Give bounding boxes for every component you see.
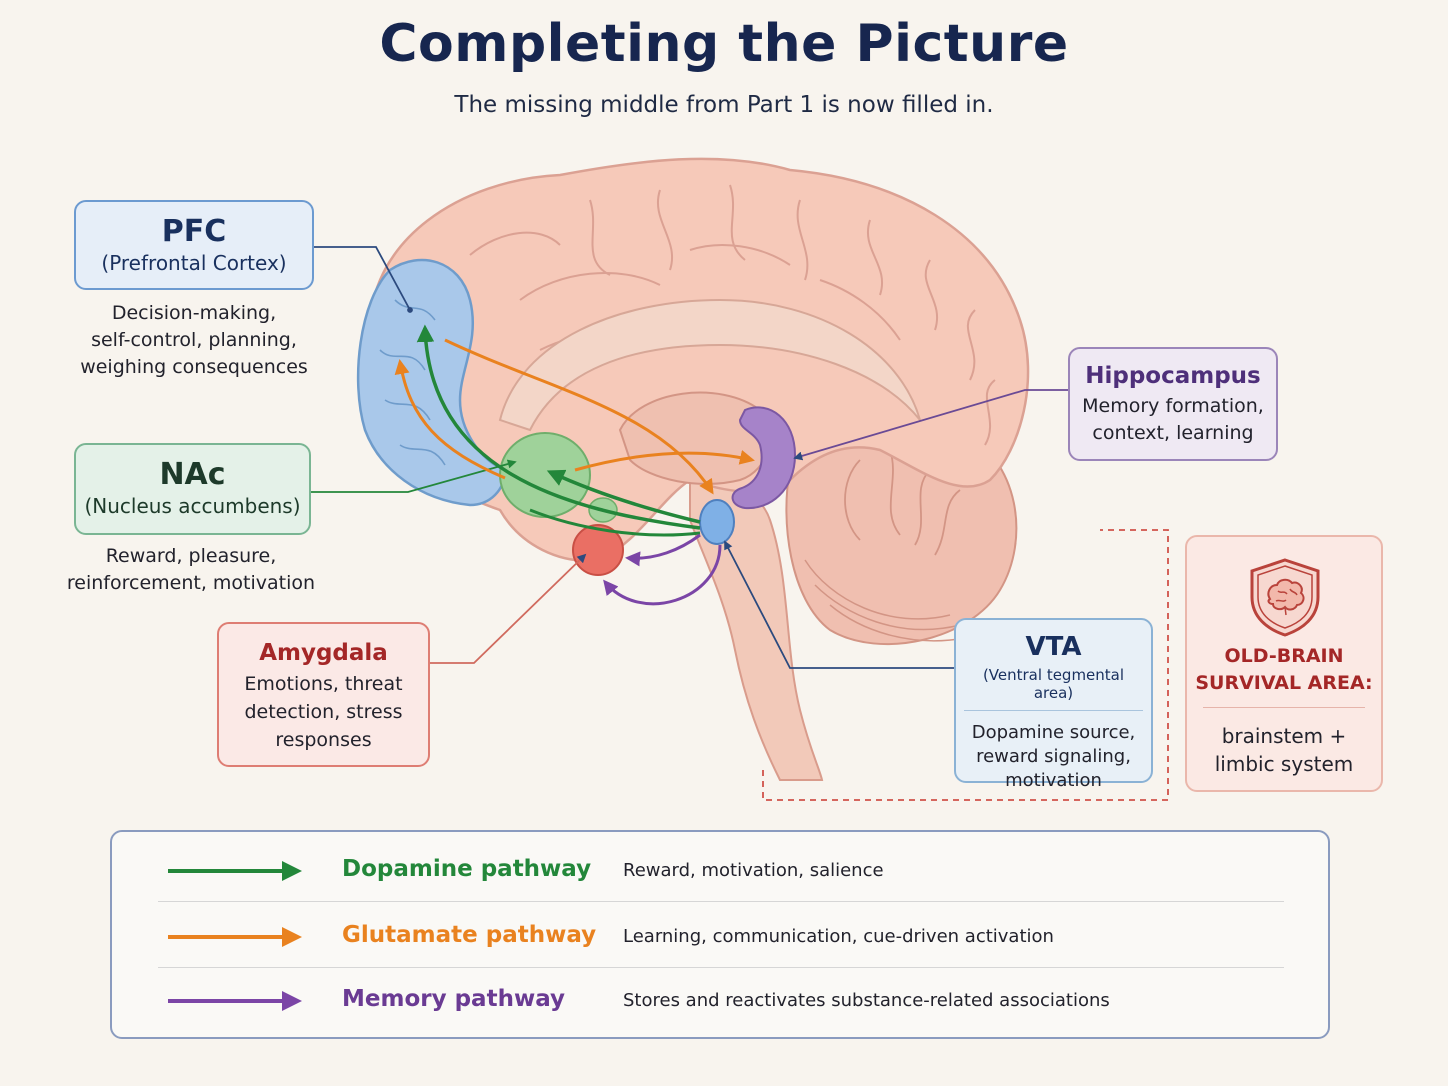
legend-divider — [158, 901, 1284, 902]
vta-desc-line: Dopamine source, — [971, 722, 1136, 743]
legend-row-memory: Memory pathway Stores and reactivates su… — [112, 970, 1328, 1034]
hippocampus-connector — [793, 389, 1068, 461]
old-brain-desc-line: brainstem + — [1221, 724, 1347, 748]
orange-arrow-icon — [168, 927, 302, 947]
glutamate-pfc-to-vta — [444, 338, 714, 495]
amygdala-desc-line: Emotions, threat — [244, 673, 403, 695]
hippocampus-name: Hippocampus — [1085, 363, 1261, 389]
pfc-description: Decision-making, self-control, planning,… — [74, 300, 314, 381]
memory-loop-amygdala — [603, 544, 722, 606]
nac-desc-line: Reward, pleasure, — [105, 545, 277, 567]
pfc-desc-line: self-control, planning, — [91, 329, 297, 351]
hippocampus-desc-line: context, learning — [1092, 422, 1254, 444]
vta-name: VTA — [1025, 632, 1082, 662]
amygdala-desc-line: detection, stress — [244, 701, 403, 723]
vta-desc-line: motivation — [1005, 770, 1102, 791]
dopamine-vta-to-nac-lower — [529, 508, 701, 537]
vta-full-name: (Ventral tegmental area) — [964, 666, 1143, 711]
dopamine-vta-to-pfc — [416, 324, 701, 530]
glutamate-nac-to-hippocampus — [574, 449, 755, 472]
amygdala-name: Amygdala — [259, 640, 388, 666]
pfc-full-name: (Prefrontal Cortex) — [101, 251, 287, 275]
old-brain-label: OLD-BRAIN SURVIVAL AREA: — [1187, 643, 1381, 697]
old-brain-desc-line: limbic system — [1214, 752, 1354, 776]
vta-region — [699, 499, 735, 545]
legend-dopamine-name: Dopamine pathway — [342, 856, 592, 882]
pfc-desc-line: Decision-making, — [111, 302, 277, 324]
old-brain-divider — [1203, 707, 1365, 708]
legend-divider — [158, 967, 1284, 968]
legend-memory-description: Stores and reactivates substance-related… — [623, 990, 1110, 1011]
legend-glutamate-description: Learning, communication, cue-driven acti… — [623, 926, 1054, 947]
vta-label-box: VTA (Ventral tegmental area) Dopamine so… — [954, 618, 1153, 791]
pfc-connector — [314, 246, 413, 313]
pfc-name: PFC — [161, 214, 227, 249]
amygdala-label-box: Amygdala Emotions, threat detection, str… — [217, 622, 430, 767]
nac-desc-line: reinforcement, motivation — [66, 572, 316, 594]
old-brain-dashed-outline — [762, 529, 1169, 801]
purple-arrow-icon — [168, 991, 302, 1011]
corpus-callosum — [498, 298, 921, 432]
legend-row-glutamate: Glutamate pathway Learning, communicatio… — [112, 906, 1328, 970]
page-subtitle: The missing middle from Part 1 is now fi… — [454, 92, 994, 118]
old-brain-box: OLD-BRAIN SURVIVAL AREA: brainstem + lim… — [1185, 535, 1383, 792]
pfc-label-box: PFC (Prefrontal Cortex) — [74, 200, 314, 290]
page-title: Completing the Picture — [379, 14, 1069, 74]
dopamine-vta-to-nac — [546, 469, 701, 524]
nac-full-name: (Nucleus accumbens) — [84, 494, 301, 518]
pfc-desc-line: weighing consequences — [80, 356, 308, 378]
amygdala-description: Emotions, threat detection, stress respo… — [219, 670, 428, 754]
pathway-legend: Dopamine pathway Reward, motivation, sal… — [110, 830, 1330, 1039]
legend-glutamate-name: Glutamate pathway — [342, 922, 597, 948]
vta-description: Dopamine source, reward signaling, motiv… — [956, 721, 1151, 793]
nac-name: NAc — [159, 457, 226, 492]
memory-vta-to-amygdala — [625, 533, 701, 567]
old-brain-label-line: OLD-BRAIN — [1224, 645, 1344, 667]
old-brain-label-line: SURVIVAL AREA: — [1195, 672, 1373, 694]
hippocampus-label-box: Hippocampus Memory formation, context, l… — [1068, 347, 1278, 461]
green-arrow-icon — [168, 861, 302, 881]
hippocampus-region — [731, 406, 797, 510]
vta-desc-line: reward signaling, — [976, 746, 1131, 767]
amygdala-connector — [430, 553, 587, 664]
hippocampus-desc-line: Memory formation, — [1082, 395, 1264, 417]
old-brain-description: brainstem + limbic system — [1187, 722, 1381, 778]
hippocampus-description: Memory formation, context, learning — [1070, 393, 1276, 447]
legend-dopamine-description: Reward, motivation, salience — [623, 860, 884, 881]
brain-shield-icon — [1250, 558, 1320, 637]
glutamate-nac-to-pfc — [394, 359, 506, 480]
legend-row-dopamine: Dopamine pathway Reward, motivation, sal… — [112, 840, 1328, 904]
legend-memory-name: Memory pathway — [342, 986, 566, 1012]
nac-description: Reward, pleasure, reinforcement, motivat… — [60, 543, 322, 597]
vta-connector — [724, 540, 954, 669]
nac-label-box: NAc (Nucleus accumbens) — [74, 443, 311, 535]
brainstem — [689, 476, 824, 781]
nac-connector — [311, 459, 517, 493]
amygdala-desc-line: responses — [275, 729, 372, 751]
